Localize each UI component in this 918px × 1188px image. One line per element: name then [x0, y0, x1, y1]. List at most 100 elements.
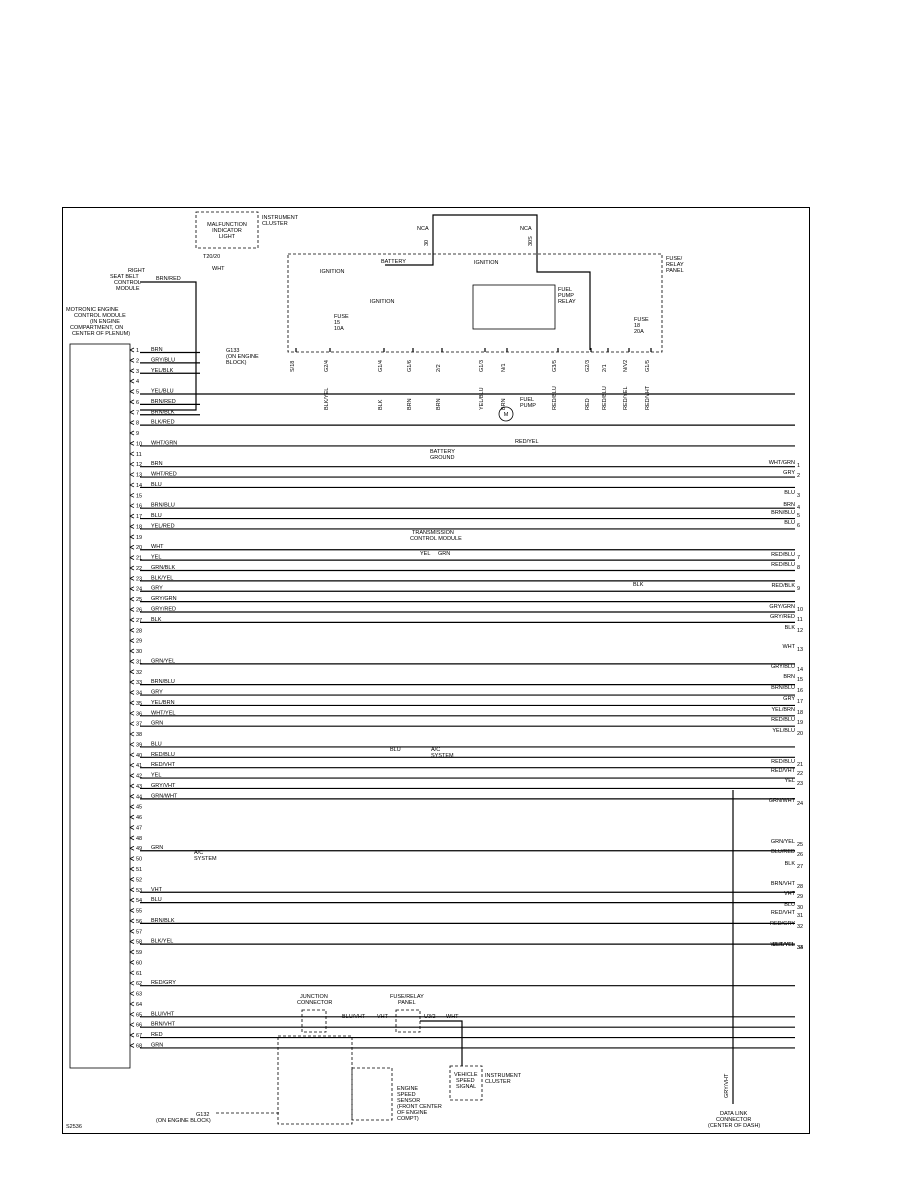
feed-pin-label: S/18	[290, 361, 296, 372]
ecm-pin-color: BLU/VHT	[151, 1011, 175, 1017]
ecm-pin-color: GRY/BLU	[151, 357, 175, 363]
pin-arrow	[129, 492, 135, 498]
brn-red-top-label: BRN/RED	[156, 276, 181, 282]
ecm-pin-color: GRN/BLK	[151, 565, 175, 571]
diagram-id: S2536	[66, 1124, 82, 1130]
pin-arrow	[129, 482, 135, 488]
right-connector-number: 28	[797, 884, 803, 890]
ecm-pin-color: BLK/YEL	[151, 575, 173, 581]
pin-arrow	[129, 461, 135, 467]
p30s-label: 30S	[528, 236, 534, 246]
pin-arrow	[129, 565, 135, 571]
right-connector-number: 17	[797, 699, 803, 705]
pin-arrow	[129, 1011, 135, 1017]
ecm-pin-number: 35	[136, 701, 142, 707]
right-connector-color: BLU	[784, 902, 795, 908]
ecm-pin-color: BRN	[151, 461, 163, 467]
ecm-pin-number: 48	[136, 836, 142, 842]
right-connector-number: 30	[797, 905, 803, 911]
ecm-box	[69, 343, 131, 1069]
ecm-pin-color: GRY/RED	[151, 607, 176, 613]
ecm-pin-color: BRN/RED	[151, 399, 176, 405]
feed-pin-label: 2/2	[436, 364, 442, 372]
right-connector-color: GRN/YEL	[771, 839, 795, 845]
feed-pin-label: G2/4	[324, 360, 330, 372]
feed-wire-color: BRN	[436, 398, 442, 410]
right-connector-color: BRN	[783, 674, 795, 680]
right-connector-number: 12	[797, 628, 803, 634]
ecm-pin-number: 23	[136, 576, 142, 582]
tcm-yel-label: YEL	[420, 551, 430, 557]
ecm-pin-number: 52	[136, 877, 142, 883]
pin-arrow	[129, 472, 135, 477]
red-yel-label: RED/YEL	[515, 439, 539, 445]
right-connector-number: 27	[797, 864, 803, 870]
vss-box	[449, 1065, 483, 1101]
ecm-pin-number: 45	[136, 805, 142, 811]
pin-arrow	[129, 430, 135, 436]
ecm-pin-number: 37	[136, 722, 142, 728]
right-connector-color: WHT/YEL	[771, 942, 795, 948]
ecm-pin-number: 1	[136, 348, 139, 354]
right-connector-color: BLK	[785, 861, 796, 867]
ecm-pin-number: 25	[136, 597, 142, 603]
right-connector-color: BRN/BLU	[771, 685, 795, 691]
ecm-pin-number: 10	[136, 441, 142, 447]
ecm-pin-color: RED/VHT	[151, 762, 176, 768]
ecm-pin-number: 5	[136, 390, 139, 396]
pin-arrow	[129, 1022, 135, 1028]
right-connector-number: 26	[797, 852, 803, 858]
right-connector-number: 8	[797, 565, 800, 571]
ecm-pin-number: 30	[136, 649, 142, 655]
ecm-pin-number: 8	[136, 421, 139, 427]
ecm-pin-color: BLU	[151, 482, 162, 488]
feed-wire-color: YEL/BLU	[479, 387, 485, 410]
pin-arrow	[129, 710, 135, 716]
g132-label: G132(ON ENGINE BLOCK)	[156, 1112, 211, 1124]
ecm-pin-number: 55	[136, 909, 142, 915]
pin-arrow	[129, 918, 135, 924]
nca-label-1: NCA	[417, 226, 429, 232]
pin-arrow	[129, 389, 135, 394]
relay-30-wire	[536, 245, 591, 350]
right-connector-number: 14	[797, 667, 803, 673]
right-connector-color: YEL/BLU	[772, 728, 795, 734]
feed-pin-label: G2/3	[585, 360, 591, 372]
ecm-pin-number: 51	[136, 867, 142, 873]
ecm-pin-color: GRY	[151, 690, 163, 696]
ecm-pin-number: 38	[136, 732, 142, 738]
gry-vht-vertical-label: GRY/VHT	[724, 1073, 730, 1098]
ecm-pin-color: RED/GRY	[151, 980, 176, 986]
pin-arrow	[129, 1043, 135, 1048]
ecm-pin-color: GRN	[151, 845, 163, 851]
right-connector-color: RED/VHT	[771, 910, 796, 916]
pin-arrow	[129, 409, 135, 415]
nca-top-wire	[432, 214, 538, 245]
ecm-pin-color: BLU	[151, 741, 162, 747]
fuel-pump-m-label: M	[504, 412, 509, 418]
ecm-pin-color: BRN/BLU	[151, 503, 175, 509]
pin-arrow	[129, 939, 135, 945]
right-connector-color: RED/GRY	[770, 921, 795, 927]
ecm-pin-color: BRN/VHT	[151, 1022, 176, 1028]
right-connector-color: WHT/GRN	[769, 460, 795, 466]
ecm-pin-number: 57	[136, 929, 142, 935]
right-connector-number: 9	[797, 586, 800, 592]
right-connector-color: BLK/YEL	[773, 942, 795, 948]
ecm-pin-number: 12	[136, 462, 142, 468]
ecm-pin-number: 22	[136, 566, 142, 572]
feed-wire-color: RED/BLU	[552, 386, 558, 410]
tcm-grn-label: GRN	[438, 551, 450, 557]
ecm-pin-color: GRN/YEL	[151, 658, 175, 664]
ecm-pin-color: YEL	[151, 773, 161, 779]
diagram-frame	[62, 207, 810, 1134]
ignition-label-3: IGNITION	[474, 260, 498, 266]
ecm-pin-number: 20	[136, 545, 142, 551]
ecm-pin-color: WHT	[151, 544, 164, 550]
